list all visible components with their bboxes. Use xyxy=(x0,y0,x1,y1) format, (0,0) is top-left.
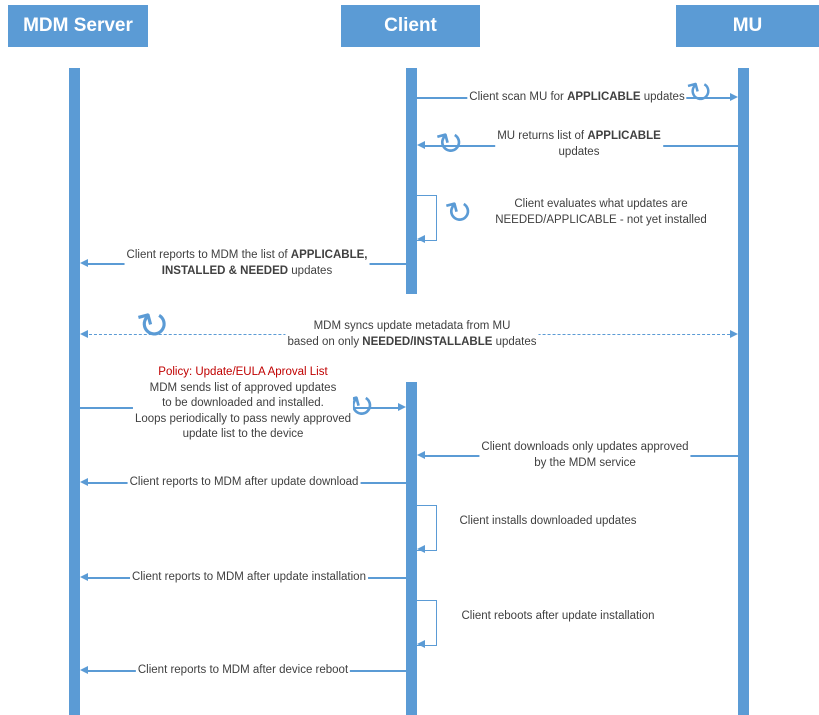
msg-report-list-text-pre: Client reports to MDM the list of xyxy=(126,249,291,261)
msg-returns-text-line2: updates xyxy=(558,145,600,158)
client-lifeline-upper xyxy=(406,68,417,294)
msg-policy-label: Policy: Update/EULA Aproval List MDM sen… xyxy=(132,365,354,443)
msg-policy-text-line4: update list to the device xyxy=(182,428,304,440)
msg-evaluate-self-bracket xyxy=(417,195,437,241)
msg-returns-text-pre: MU returns list of xyxy=(497,130,588,142)
client-lifeline-lower xyxy=(406,382,417,715)
loop-icon: ↻ xyxy=(441,190,478,234)
msg-sync-text-pre: based on only xyxy=(287,335,363,348)
msg-scan-label: Client scan MU for APPLICABLE updates xyxy=(467,90,687,106)
msg-evaluate-text-line1: Client evaluates what updates are xyxy=(514,198,688,210)
msg-reboot-label: Client reboots after update installation xyxy=(459,609,657,625)
msg-policy-arrowhead xyxy=(398,403,406,411)
actor-mu: MU xyxy=(676,5,819,47)
msg-report-download-arrowhead xyxy=(80,478,88,486)
msg-sync-text-bold: NEEDED/INSTALLABLE xyxy=(362,335,493,348)
actor-mdm-server-label: MDM Server xyxy=(23,15,133,36)
msg-sync-text-post: updates xyxy=(492,335,537,348)
msg-report-install-label: Client reports to MDM after update insta… xyxy=(130,570,368,586)
msg-report-list-text-bold1: APPLICABLE, xyxy=(290,249,368,261)
msg-policy-title: Policy: Update/EULA Aproval List xyxy=(158,366,328,378)
mu-lifeline xyxy=(738,68,749,715)
msg-sync-text-line1: MDM syncs update metadata from MU xyxy=(313,320,511,332)
msg-report-reboot-label: Client reports to MDM after device reboo… xyxy=(135,663,351,679)
msg-policy-text-line2: to be downloaded and installed. xyxy=(162,397,324,409)
actor-client-label: Client xyxy=(384,15,437,36)
mdm-lifeline xyxy=(69,68,80,715)
msg-returns-text-bold: APPLICABLE xyxy=(587,130,661,142)
msg-sync-arrowhead-left xyxy=(80,330,88,338)
msg-report-install-arrowhead xyxy=(80,573,88,581)
msg-report-list-text-bold2: INSTALLED & NEEDED xyxy=(161,264,289,277)
msg-report-reboot-arrowhead xyxy=(80,666,88,674)
msg-policy-text-line1: MDM sends list of approved updates xyxy=(149,381,337,394)
msg-returns-label: MU returns list of APPLICABLE updates xyxy=(495,129,663,160)
msg-install-arrowhead xyxy=(417,545,425,553)
actor-mdm-server: MDM Server xyxy=(8,5,148,47)
msg-evaluate-arrowhead xyxy=(417,235,425,243)
loop-icon: ↻ xyxy=(132,299,175,351)
msg-install-self-bracket xyxy=(417,505,437,551)
msg-returns-arrowhead xyxy=(417,141,425,149)
msg-report-download-label: Client reports to MDM after update downl… xyxy=(127,475,361,491)
actor-client: Client xyxy=(341,5,480,47)
msg-scan-text-pre: Client scan MU for xyxy=(469,91,568,103)
msg-scan-text-post: updates xyxy=(640,91,685,103)
loop-icon: ↻ xyxy=(432,121,469,165)
msg-policy-text-line3: Loops periodically to pass newly approve… xyxy=(134,412,352,425)
msg-reboot-arrowhead xyxy=(417,640,425,648)
actor-mu-label: MU xyxy=(732,15,763,36)
msg-reboot-self-bracket xyxy=(417,600,437,646)
msg-download-text-line2: by the MDM service xyxy=(534,456,636,469)
msg-sync-arrowhead-right xyxy=(730,330,738,338)
msg-report-list-arrowhead xyxy=(80,259,88,267)
msg-sync-label: MDM syncs update metadata from MU based … xyxy=(285,319,539,350)
msg-download-label: Client downloads only updates approved b… xyxy=(479,440,691,471)
msg-scan-arrowhead xyxy=(730,93,738,101)
msg-evaluate-label: Client evaluates what updates are NEEDED… xyxy=(493,197,709,228)
msg-evaluate-text-line2: NEEDED/APPLICABLE - not yet installed xyxy=(495,213,707,226)
msg-scan-text-bold: APPLICABLE xyxy=(567,91,641,103)
msg-report-list-text-post: updates xyxy=(288,264,333,277)
msg-install-label: Client installs downloaded updates xyxy=(457,514,639,530)
msg-report-list-label: Client reports to MDM the list of APPLIC… xyxy=(124,248,370,279)
msg-download-text-line1: Client downloads only updates approved xyxy=(481,441,689,453)
msg-download-arrowhead xyxy=(417,451,425,459)
loop-icon: ↻ xyxy=(683,72,718,113)
